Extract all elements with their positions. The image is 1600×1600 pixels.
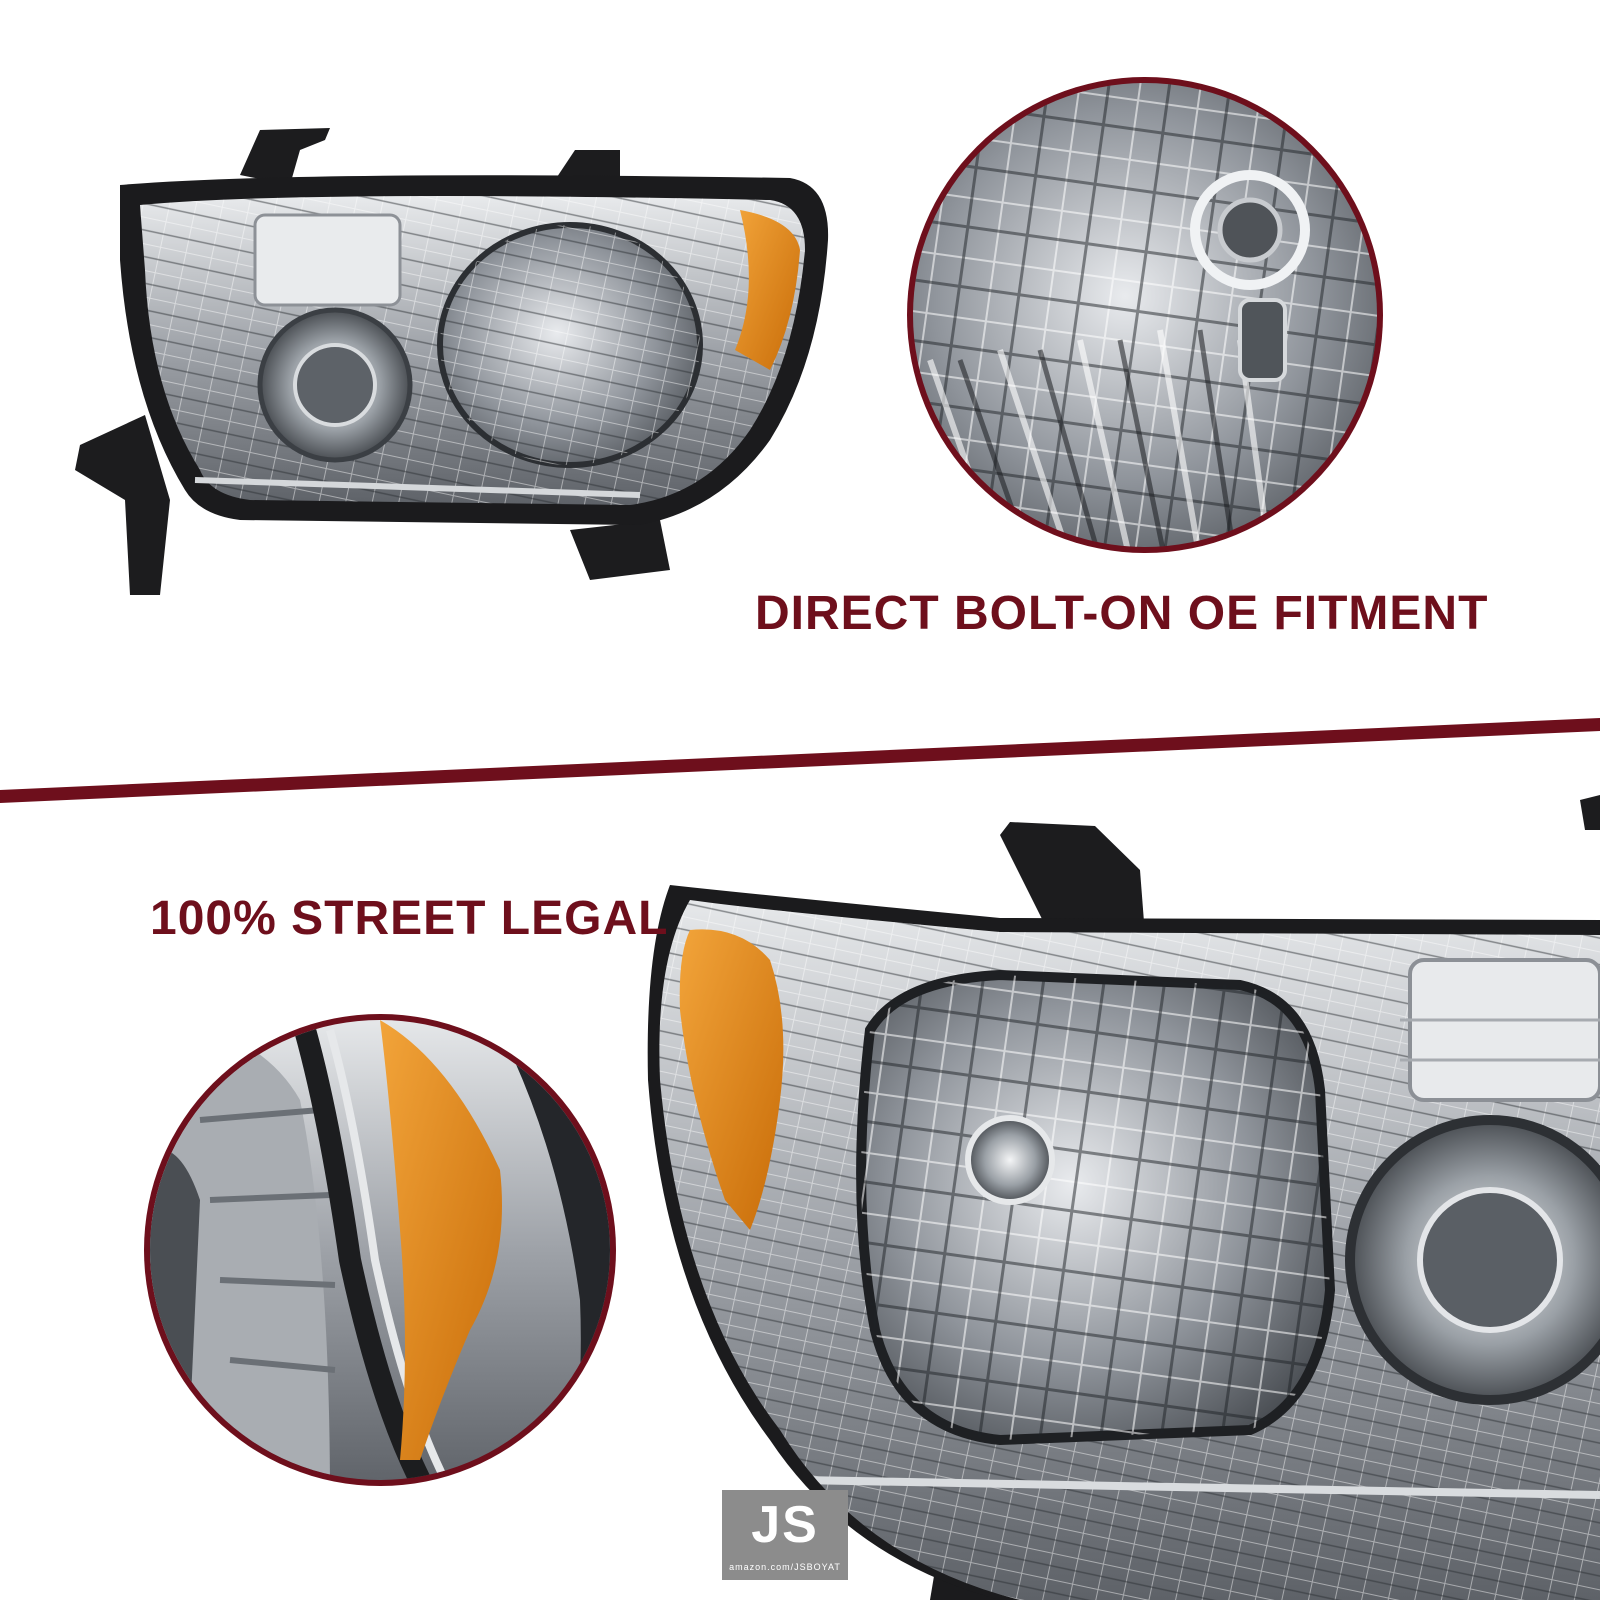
brand-logo-letters: JS <box>751 1496 819 1554</box>
headlamp-top <box>75 128 829 595</box>
brand-logo: JS amazon.com/JSBOYAT <box>722 1490 848 1580</box>
headlamp-bottom <box>647 795 1600 1600</box>
headline-fitment: DIRECT BOLT-ON OE FITMENT <box>755 587 1489 640</box>
detail-circle-reflector <box>907 77 1383 553</box>
detail-circle-amber <box>144 1014 616 1486</box>
brand-logo-subtext: amazon.com/JSBOYAT <box>729 1562 841 1572</box>
divider-stripe <box>0 718 1600 803</box>
headline-street-legal: 100% STREET LEGAL <box>150 892 669 945</box>
